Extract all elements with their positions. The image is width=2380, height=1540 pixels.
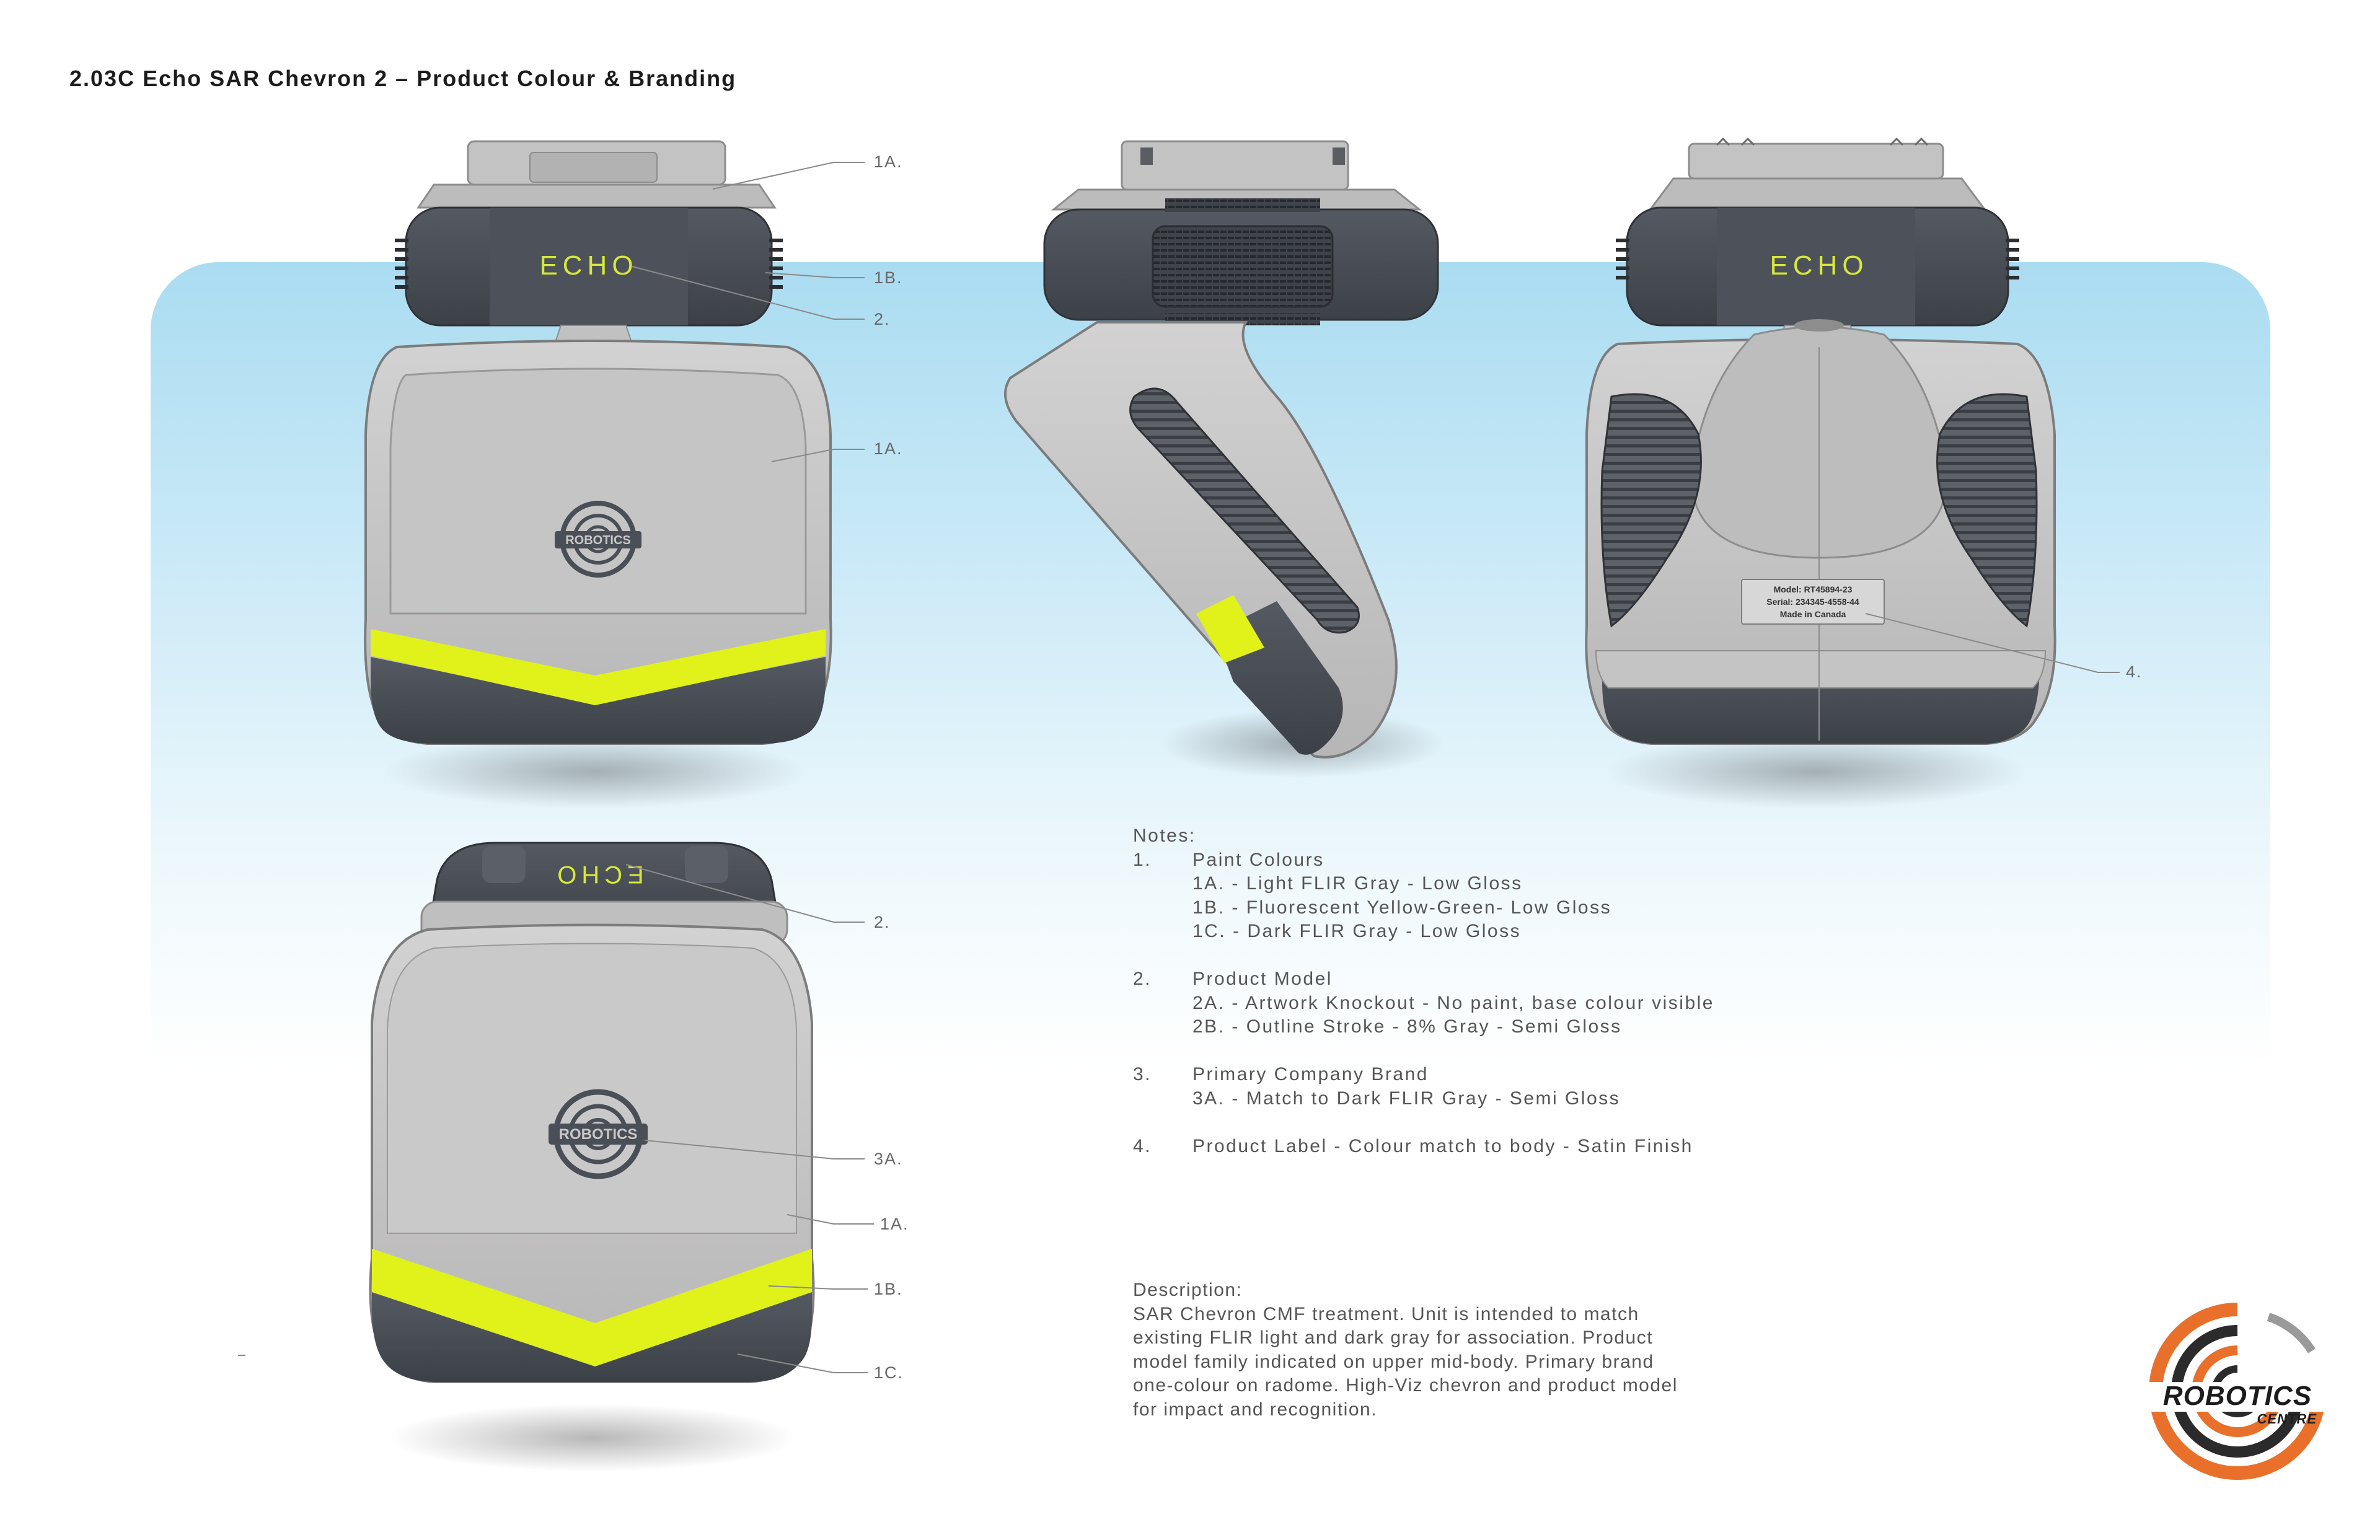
description-line: one-colour on radome. High-Viz chevron a… xyxy=(1133,1375,1678,1396)
top-brand-badge: ROBOTICS xyxy=(549,1089,648,1179)
rear-view: ECHO Model: RT45894-23 Serial: 234345-45… xyxy=(1585,137,2120,809)
callout-top-1b: 1B. xyxy=(874,1280,903,1298)
side-vent-right xyxy=(769,239,783,289)
callout-top-2: 2. xyxy=(874,913,891,931)
notes-section: Notes: 1. Paint Colours 1A. - Light FLIR… xyxy=(1133,824,1815,1158)
description-heading: Description: xyxy=(1133,1280,1243,1300)
svg-text:ROBOTICS: ROBOTICS xyxy=(559,1126,638,1143)
description-line: existing FLIR light and dark gray for as… xyxy=(1133,1327,1654,1348)
callout-front-1a-body: 1A. xyxy=(874,439,903,458)
callout-rear-4: 4. xyxy=(2126,662,2143,681)
note-item: 1. Paint Colours xyxy=(1133,849,1324,870)
note-sub: 1B. - Fluorescent Yellow-Green- Low Glos… xyxy=(1192,897,1612,918)
description-line: model family indicated on upper mid-body… xyxy=(1133,1351,1654,1372)
note-sub: 3A. - Match to Dark FLIR Gray - Semi Glo… xyxy=(1192,1088,1621,1109)
svg-text:ROBOTICS: ROBOTICS xyxy=(565,534,631,547)
callout-top-3a: 3A. xyxy=(874,1150,903,1168)
top-view: ECHO ROBOTICS xyxy=(369,842,874,1472)
top-echo-text: ECHO xyxy=(552,861,644,888)
description-line: SAR Chevron CMF treatment. Unit is inten… xyxy=(1133,1303,1639,1324)
logo-sub: CENTRE xyxy=(2257,1411,2317,1427)
robotics-centre-logo: ROBOTICS CENTRE xyxy=(2126,1303,2349,1480)
notes-heading: Notes: xyxy=(1133,825,1196,846)
side-vent-left xyxy=(395,239,408,289)
callout-top-1a: 1A. xyxy=(880,1215,909,1233)
front-brand-badge: ROBOTICS xyxy=(555,501,641,578)
stray-dash xyxy=(238,1355,245,1356)
product-label: Model: RT45894-23 Serial: 234345-4558-44… xyxy=(1741,579,1885,625)
note-item: 3. Primary Company Brand xyxy=(1133,1064,1429,1085)
description-section: Description: SAR Chevron CMF treatment. … xyxy=(1133,1278,1784,1422)
callout-front-2: 2. xyxy=(874,310,891,328)
callout-front-1b: 1B. xyxy=(874,268,903,287)
page-title: 2.03C Echo SAR Chevron 2 – Product Colou… xyxy=(69,66,737,91)
callout-front-1a-top: 1A. xyxy=(874,152,903,171)
svg-text:Serial: 234345-4558-44: Serial: 234345-4558-44 xyxy=(1766,597,1859,607)
note-item: 2. Product Model xyxy=(1133,969,1333,989)
rear-echo-text: ECHO xyxy=(1770,250,1868,281)
front-view: ECHO ROBOTICS xyxy=(364,140,865,809)
svg-text:Made in Canada: Made in Canada xyxy=(1780,609,1846,619)
note-sub: 1A. - Light FLIR Gray - Low Gloss xyxy=(1192,873,1523,894)
note-item: 4. Product Label - Colour match to body … xyxy=(1133,1135,1693,1156)
top-chevron xyxy=(372,1249,812,1366)
front-echo-text: ECHO xyxy=(539,250,638,281)
note-sub: 2A. - Artwork Knockout - No paint, base … xyxy=(1192,992,1714,1013)
front-chevron xyxy=(371,629,826,705)
side-view xyxy=(1004,140,1444,778)
callout-top-1c: 1C. xyxy=(874,1363,904,1382)
side-chevron xyxy=(1196,595,1264,663)
note-sub: 1C. - Dark FLIR Gray - Low Gloss xyxy=(1192,921,1522,941)
logo-word: ROBOTICS xyxy=(2163,1381,2312,1411)
description-line: for impact and recognition. xyxy=(1133,1399,1378,1420)
svg-text:Model: RT45894-23: Model: RT45894-23 xyxy=(1774,584,1853,594)
note-sub: 2B. - Outline Stroke - 8% Gray - Semi Gl… xyxy=(1192,1016,1622,1037)
